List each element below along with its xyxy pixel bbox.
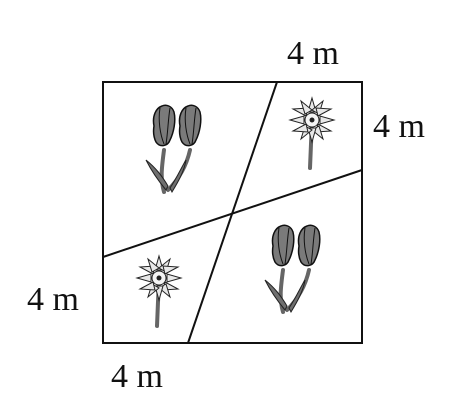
dimension-label-bottom-left: 4 m <box>111 358 163 395</box>
divider-line-shallow <box>102 169 363 258</box>
dimension-label-top-right: 4 m <box>287 35 339 72</box>
dimension-label-left-lower: 4 m <box>27 281 79 318</box>
dimension-label-right-upper: 4 m <box>373 108 425 145</box>
